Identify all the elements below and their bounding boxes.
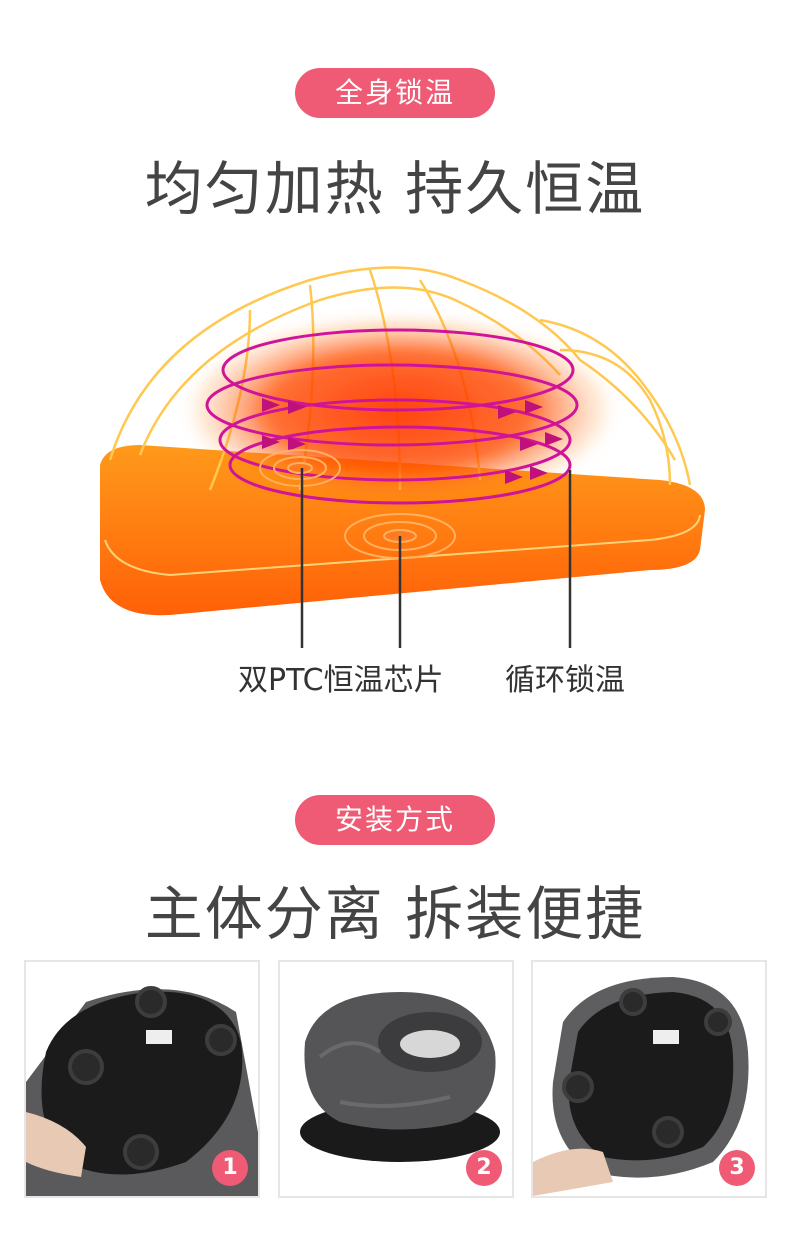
step-number-3: 3 [719,1150,755,1186]
step-number-1: 1 [212,1150,248,1186]
headline-heat: 均匀加热 持久恒温 [144,155,646,223]
ptc-chip-1 [259,449,341,487]
step-number-2: 2 [466,1150,502,1186]
cover-attached-photo [300,992,500,1162]
heating-diagram [100,266,705,648]
callout-cycle-lock: 循环锁温 [505,663,625,698]
section-badge-install: 安装方式 [295,795,495,845]
callout-ptc-chip: 双PTC恒温芯片 [238,663,444,698]
base-bottom-photo [26,986,258,1196]
section-badge-heat: 全身锁温 [295,68,495,118]
step-photo-2: 2 [278,960,514,1198]
headline-install: 主体分离 拆装便捷 [144,880,646,948]
heat-rings [205,328,579,505]
flow-arrows [262,398,563,484]
step-photo-1: 1 [24,960,260,1198]
step-photo-3: 3 [531,960,767,1198]
cover-wrapped-photo [533,977,749,1196]
leader-lines [300,468,572,648]
